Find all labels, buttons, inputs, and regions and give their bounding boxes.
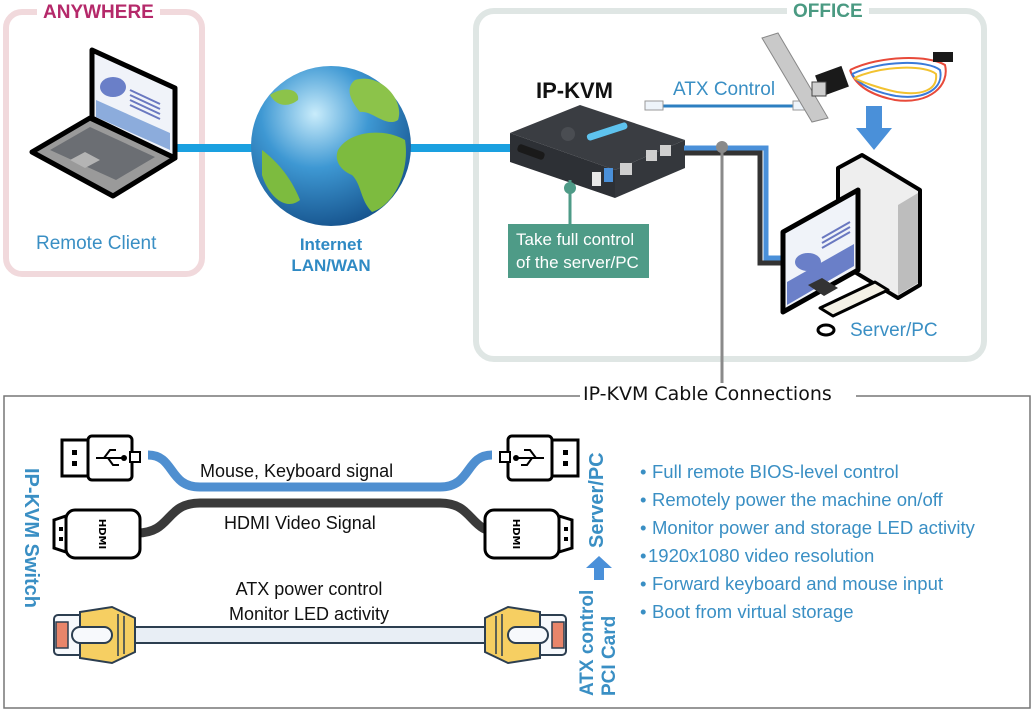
hdmi-cable-line bbox=[136, 498, 504, 538]
callout-box: Take full control of the server/PC bbox=[508, 224, 649, 278]
feature-item: •Monitor power and storage LED activity bbox=[640, 517, 975, 538]
hdmi-connector-icon: HDMI bbox=[483, 508, 574, 560]
atx-cable-label: ATX power control Monitor LED activity bbox=[200, 577, 418, 627]
up-arrow-icon bbox=[586, 556, 612, 580]
office-group-border bbox=[473, 8, 987, 362]
atx-cable-line bbox=[134, 626, 491, 644]
hdmi-cable-label: HDMI Video Signal bbox=[224, 513, 376, 533]
atx-cable-label-line2: Monitor LED activity bbox=[228, 604, 390, 624]
svg-text:HDMI: HDMI bbox=[96, 519, 107, 549]
pci-card-side-line2: PCI Card bbox=[599, 615, 620, 696]
atx-cable-label-line1: ATX power control bbox=[235, 579, 383, 599]
ip-kvm-device-icon bbox=[510, 105, 685, 198]
usb-connector-icon bbox=[60, 434, 141, 482]
desktop-pc-icon bbox=[780, 153, 922, 337]
server-pc-side-label: Server/PC bbox=[586, 452, 608, 548]
office-group-label: OFFICE bbox=[787, 1, 869, 23]
rj45-connector-icon bbox=[484, 605, 567, 665]
hdmi-connector-icon: HDMI bbox=[52, 508, 142, 560]
pci-card-icon bbox=[761, 32, 953, 123]
panel-connector-dot bbox=[716, 141, 728, 153]
usb-cable-line bbox=[147, 450, 493, 492]
feature-item: •1920x1080 video resolution bbox=[640, 545, 875, 566]
internet-label: Internet LAN/WAN bbox=[285, 234, 377, 276]
feature-item: •Boot from virtual storage bbox=[640, 601, 854, 622]
down-arrow-icon bbox=[856, 106, 892, 150]
ip-kvm-label: IP-KVM bbox=[536, 78, 613, 103]
internet-label-line2: LAN/WAN bbox=[291, 256, 371, 275]
callout-line2: of the server/PC bbox=[516, 253, 639, 272]
ip-kvm-switch-label: IP-KVM Switch bbox=[20, 468, 42, 609]
remote-client-label: Remote Client bbox=[36, 233, 157, 254]
svg-text:HDMI: HDMI bbox=[510, 519, 521, 549]
usb-connector-icon bbox=[499, 434, 580, 482]
callout-dot bbox=[564, 182, 576, 194]
atx-pci-card-side-label: ATX control PCI Card bbox=[577, 590, 621, 696]
feature-item: •Forward keyboard and mouse input bbox=[640, 573, 944, 594]
server-pc-label: Server/PC bbox=[850, 320, 938, 341]
atx-control-side-line1: ATX control bbox=[577, 589, 598, 696]
cable-panel-title: IP-KVM Cable Connections bbox=[580, 383, 835, 405]
callout-line1: Take full control bbox=[516, 230, 635, 249]
atx-control-label: ATX Control bbox=[673, 79, 776, 100]
cable-panel-border bbox=[3, 395, 1031, 709]
feature-item: •Full remote BIOS-level control bbox=[640, 461, 899, 482]
anywhere-group-label: ANYWHERE bbox=[37, 2, 160, 24]
atx-control-cable-icon bbox=[644, 100, 812, 111]
usb-cable-label: Mouse, Keyboard signal bbox=[200, 461, 394, 481]
internet-label-line1: Internet bbox=[299, 235, 363, 254]
laptop-icon bbox=[29, 47, 178, 199]
rj45-connector-icon bbox=[53, 605, 136, 665]
globe-icon bbox=[251, 66, 411, 226]
feature-item: •Remotely power the machine on/off bbox=[640, 489, 943, 510]
feature-list: •Full remote BIOS-level control •Remotel… bbox=[640, 458, 975, 626]
